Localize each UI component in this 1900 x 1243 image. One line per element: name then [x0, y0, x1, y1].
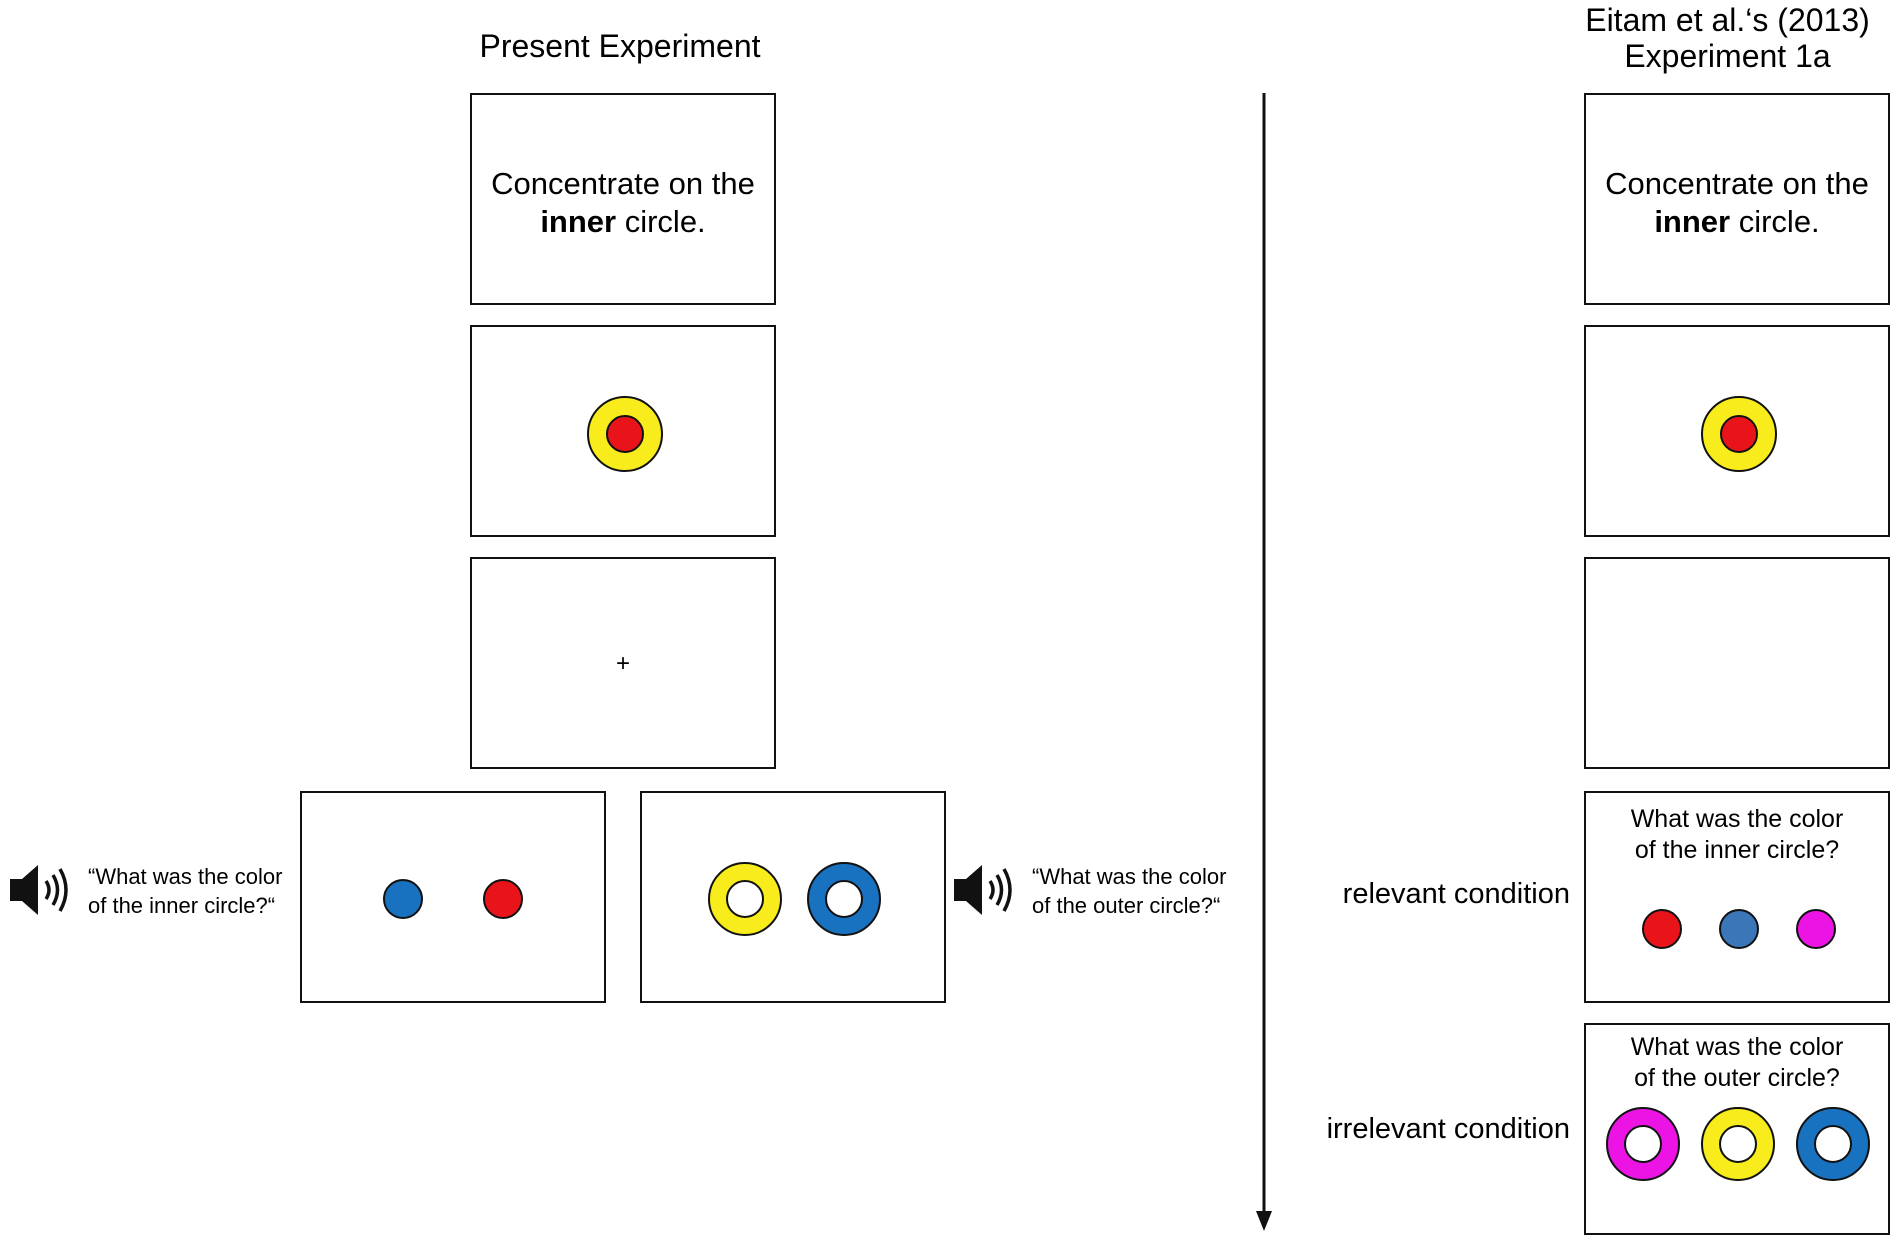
- fixation-frame-left: +: [470, 557, 776, 769]
- stimulus-outer-circle: [1701, 396, 1777, 472]
- choice-ring-magenta: [1606, 1107, 1680, 1181]
- irrelevant-condition-label: irrelevant condition: [1326, 1113, 1570, 1145]
- choice-ring-yellow-hole: [1719, 1125, 1757, 1163]
- relevant-test-frame: What was the color of the inner circle?: [1584, 791, 1890, 1003]
- relevant-condition-label: relevant condition: [1342, 878, 1570, 910]
- instruction-bold-word: inner: [540, 204, 617, 239]
- relevant-question-line-1: What was the color: [1630, 805, 1844, 833]
- left-panel-title: Present Experiment: [479, 28, 761, 64]
- right-panel-title-line-1: Eitam et al.‘s (2013): [1585, 2, 1870, 38]
- irrelevant-question-line-2: of the outer circle?: [1634, 1064, 1840, 1092]
- relevant-question: What was the color of the inner circle?: [1586, 804, 1888, 866]
- choice-ring-yellow: [1701, 1107, 1775, 1181]
- fixation-cross: +: [615, 650, 630, 677]
- instruction-line-2-rest: circle.: [616, 204, 706, 239]
- audio-question-outer-line-1: “What was the color: [1032, 864, 1227, 889]
- speaker-icon: [952, 862, 1022, 918]
- instruction-text: Concentrate on the inner circle.: [1586, 165, 1888, 241]
- instruction-frame-right: Concentrate on the inner circle.: [1584, 93, 1890, 305]
- choice-ring-blue: [807, 862, 881, 936]
- choice-ring-blue-hole: [1814, 1125, 1852, 1163]
- right-panel-title: Eitam et al.‘s (2013) Experiment 1a: [1555, 2, 1900, 74]
- stimulus-outer-circle: [587, 396, 663, 472]
- audio-question-outer-line-2: of the outer circle?“: [1032, 893, 1221, 918]
- audio-question-inner-line-2: of the inner circle?“: [88, 893, 276, 918]
- stimulus-frame-right: [1584, 325, 1890, 537]
- choice-ring-magenta-hole: [1624, 1125, 1662, 1163]
- audio-question-inner: “What was the color of the inner circle?…: [88, 862, 282, 920]
- irrelevant-question: What was the color of the outer circle?: [1586, 1032, 1888, 1094]
- instruction-line-1: Concentrate on the: [491, 166, 755, 201]
- blank-frame-right: [1584, 557, 1890, 769]
- choice-dot-red: [483, 879, 523, 919]
- instruction-bold-word: inner: [1654, 204, 1731, 239]
- speaker-icon: [8, 862, 78, 918]
- instruction-line-2: inner circle.: [472, 203, 774, 241]
- instruction-line-2-rest: circle.: [1730, 204, 1820, 239]
- stimulus-frame-left: [470, 325, 776, 537]
- choice-ring-blue: [1796, 1107, 1870, 1181]
- instruction-text: Concentrate on the inner circle.: [472, 165, 774, 241]
- instruction-frame-left: Concentrate on the inner circle.: [470, 93, 776, 305]
- audio-question-inner-line-1: “What was the color: [88, 864, 283, 889]
- irrelevant-question-line-1: What was the color: [1630, 1033, 1844, 1061]
- relevant-question-line-2: of the inner circle?: [1634, 836, 1840, 864]
- stimulus-inner-circle: [1720, 415, 1758, 453]
- choice-dot-blue: [1719, 909, 1759, 949]
- choice-ring-blue-hole: [825, 880, 863, 918]
- test-frame-inner-question: [300, 791, 606, 1003]
- right-panel-title-line-2: Experiment 1a: [1624, 38, 1831, 74]
- choice-ring-yellow-hole: [726, 880, 764, 918]
- instruction-line-2: inner circle.: [1586, 203, 1888, 241]
- stimulus-inner-circle: [606, 415, 644, 453]
- irrelevant-test-frame: What was the color of the outer circle?: [1584, 1023, 1890, 1235]
- choice-dot-red: [1642, 909, 1682, 949]
- instruction-line-1: Concentrate on the: [1605, 166, 1869, 201]
- choice-ring-yellow: [708, 862, 782, 936]
- audio-question-outer: “What was the color of the outer circle?…: [1032, 862, 1226, 920]
- choice-dot-blue: [383, 879, 423, 919]
- test-frame-outer-question: [640, 791, 946, 1003]
- down-arrow-icon: [1252, 93, 1276, 1233]
- choice-dot-magenta: [1796, 909, 1836, 949]
